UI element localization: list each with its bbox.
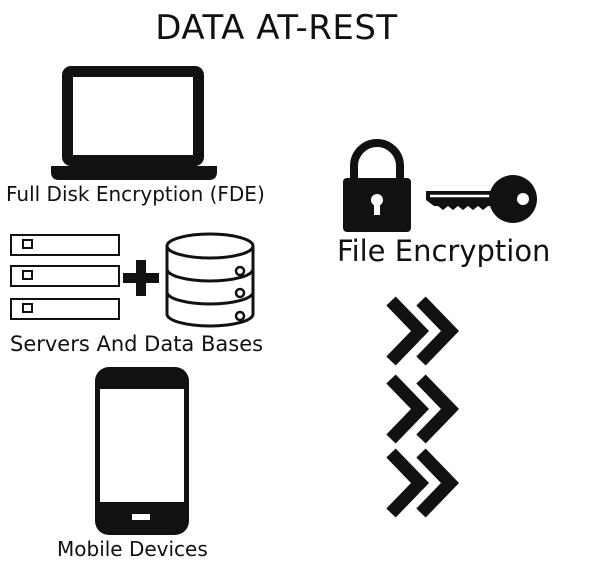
database-icon [165,232,255,328]
double-chevron-right-icon [386,374,460,444]
laptop-icon [51,66,217,180]
smartphone-icon [95,367,189,535]
server-rack-icon [10,234,120,320]
diagram-title: DATA AT-REST [155,8,398,48]
fde-label: Full Disk Encryption (FDE) [6,182,265,206]
double-chevron-right-icon [386,448,460,518]
key-icon [426,175,537,223]
mobile-label: Mobile Devices [57,537,208,561]
plus-icon [123,260,159,296]
padlock-icon [343,139,411,232]
servers-label: Servers And Data Bases [10,332,264,356]
file-encryption-label: File Encryption [337,234,551,268]
double-chevron-right-icon [386,296,460,366]
